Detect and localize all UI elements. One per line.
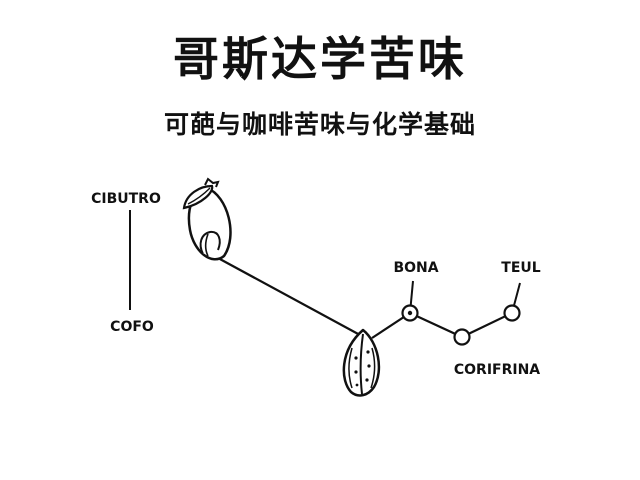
coffee-cherry-icon [182, 177, 232, 261]
node-bona [401, 304, 419, 322]
pod-connector [217, 257, 361, 336]
page-subtitle: 可葩与咖啡苦味与化学基础 [163, 110, 476, 139]
cacao-pod-icon [342, 328, 381, 397]
label-corifrina: CORIFRINA [454, 362, 540, 378]
label-teul: TEUL [501, 260, 540, 276]
page-title: 哥斯达学苦味 [173, 32, 467, 86]
node-corifrina [453, 328, 471, 346]
label-cibutro: CIBUTRO [91, 191, 161, 207]
label-bona: BONA [393, 260, 438, 276]
label-cofo: COFO [110, 319, 154, 335]
chain-line [371, 311, 513, 339]
node-teul [503, 304, 521, 322]
